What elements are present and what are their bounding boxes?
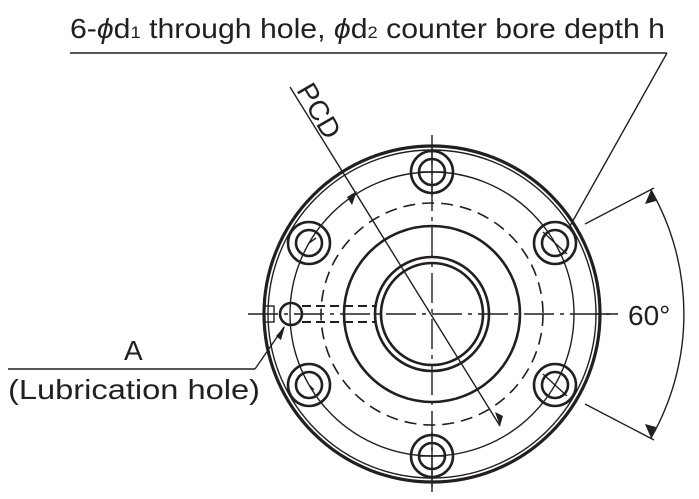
lubrication-leader [8,326,285,370]
lubrication-hole [263,301,376,327]
lubrication-letter: A [124,335,143,366]
bolt-hole-bottom [409,432,455,492]
bolt-hole-upper-left [286,220,332,266]
callout-leader [70,52,668,227]
bolt-hole-top [409,148,455,196]
through-hole-callout: 6-ϕd1 through hole, ϕd2 counter bore dep… [70,13,665,44]
pcd-dimension [289,86,503,427]
center-lines [248,135,618,492]
bolt-holes [286,148,578,492]
pcd-label: PCD [291,78,347,145]
lubrication-description: (Lubrication hole) [8,374,260,405]
bolt-hole-lower-left [286,362,332,408]
bolt-hole-upper-right [532,220,578,266]
angle-label: 60° [628,300,670,331]
angle-dimension [584,187,685,441]
bolt-hole-lower-right [532,362,578,408]
